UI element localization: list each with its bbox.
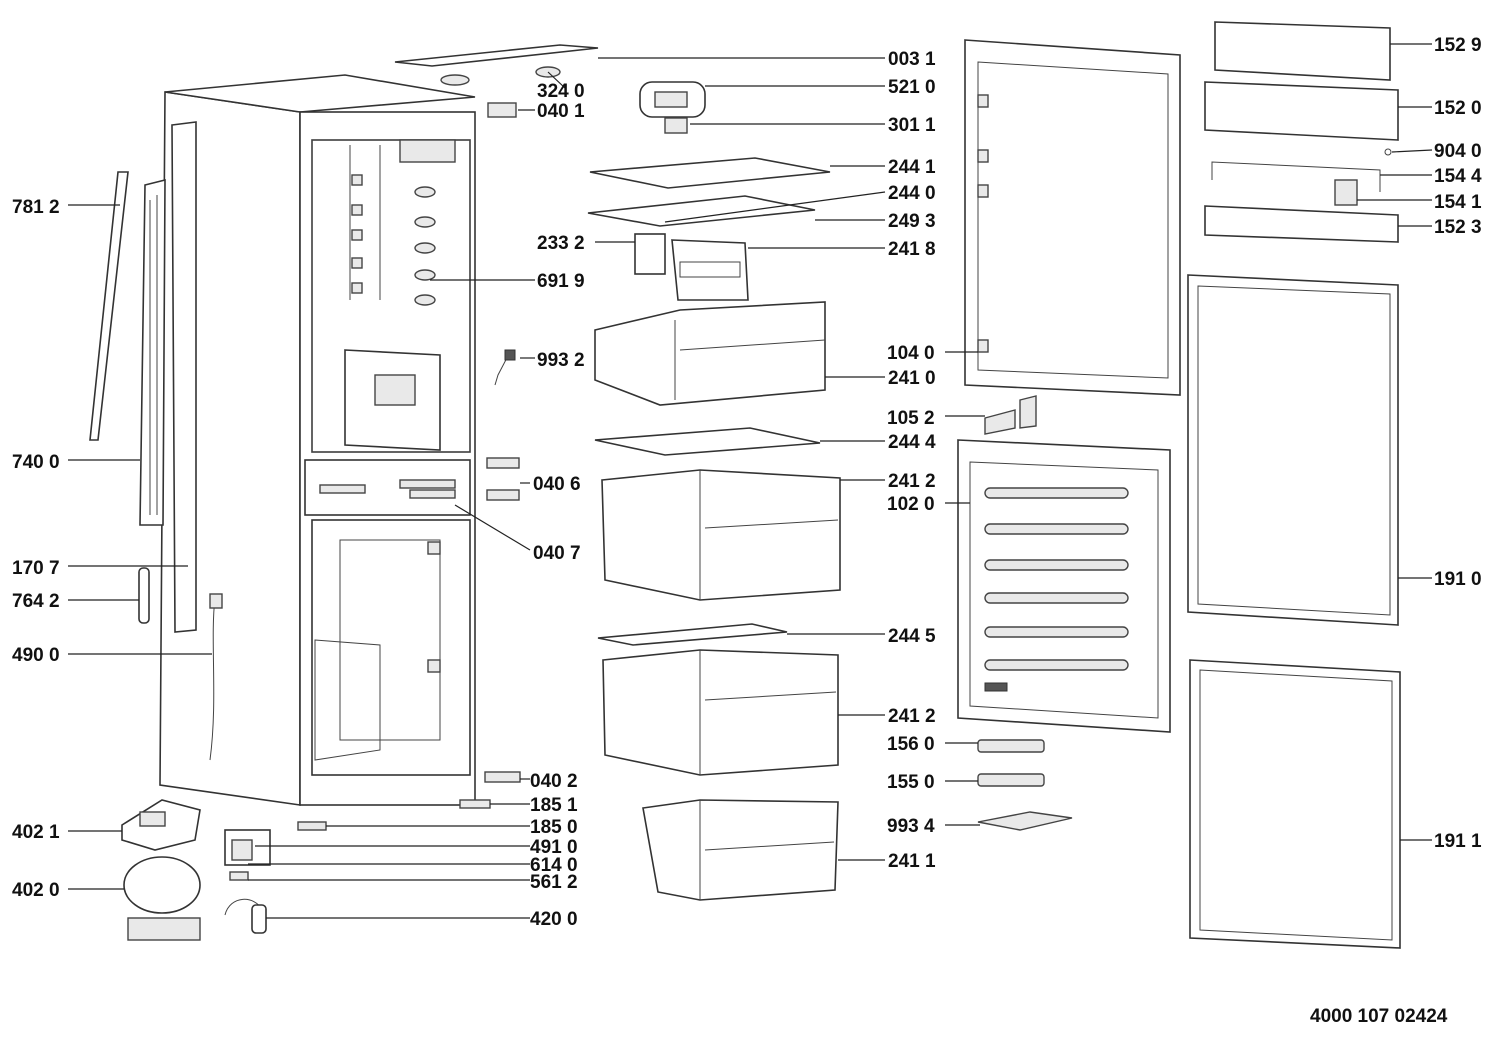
label-781-2: 781 2 xyxy=(12,197,60,218)
label-152-0: 152 0 xyxy=(1434,98,1482,119)
top-cover xyxy=(394,44,599,67)
label-491-0: 491 0 xyxy=(530,837,578,858)
door-balcony-top xyxy=(1204,21,1399,141)
label-324-0: 324 0 xyxy=(537,81,585,102)
label-402-0: 402 0 xyxy=(12,880,60,901)
label-040-7: 040 7 xyxy=(533,543,581,564)
label-244-0: 244 0 xyxy=(888,183,936,204)
ice-mold xyxy=(977,811,1073,831)
middle-hinge xyxy=(486,489,520,501)
relay-box xyxy=(224,829,271,934)
label-993-4: 993 4 xyxy=(887,816,935,837)
label-154-4: 154 4 xyxy=(1434,166,1482,187)
bottle-retainer xyxy=(1211,161,1381,192)
label-691-9: 691 9 xyxy=(537,271,585,292)
leader-lines xyxy=(68,43,1433,919)
label-521-0: 521 0 xyxy=(888,77,936,98)
label-740-0: 740 0 xyxy=(12,452,60,473)
ice-tray xyxy=(977,773,1045,787)
label-241-1: 241 1 xyxy=(888,851,936,872)
glass-cover xyxy=(594,427,821,456)
label-241-2-lower: 241 2 xyxy=(888,706,936,727)
bottom-hinge xyxy=(484,771,521,783)
ice-tray xyxy=(977,739,1045,753)
label-152-9: 152 9 xyxy=(1434,35,1482,56)
bottle-clip xyxy=(1334,179,1358,206)
compressor xyxy=(121,799,201,941)
label-614-0: 614 0 xyxy=(530,855,578,876)
label-244-5: 244 5 xyxy=(888,626,936,647)
freezer-outer-door xyxy=(1189,659,1401,949)
crisper-drawer xyxy=(594,301,826,406)
label-152-3: 152 3 xyxy=(1434,217,1482,238)
label-402-1: 402 1 xyxy=(12,822,60,843)
glass-shelf-top xyxy=(589,157,831,189)
drawing-number: 4000 107 02424 xyxy=(1310,1006,1448,1027)
foot xyxy=(297,821,327,831)
label-244-1: 244 1 xyxy=(888,157,936,178)
fridge-outer-door xyxy=(1187,274,1399,626)
label-185-1: 185 1 xyxy=(530,795,578,816)
freezer-drawer-lower xyxy=(642,799,839,901)
label-301-1: 301 1 xyxy=(888,115,936,136)
fridge-door-liner xyxy=(964,39,1181,396)
label-561-2: 561 2 xyxy=(530,872,578,893)
label-040-6: 040 6 xyxy=(533,474,581,495)
label-170-7: 170 7 xyxy=(12,558,60,579)
label-102-0: 102 0 xyxy=(887,494,935,515)
label-155-0: 155 0 xyxy=(887,772,935,793)
hinge-bracket xyxy=(984,395,1037,435)
label-993-2: 993 2 xyxy=(537,350,585,371)
door-handle-rod xyxy=(89,171,129,441)
label-104-0: 104 0 xyxy=(887,343,935,364)
label-040-1: 040 1 xyxy=(537,101,585,122)
part-labels: 003 1 324 0 040 1 521 0 301 1 244 1 244 … xyxy=(12,35,1482,1027)
label-490-0: 490 0 xyxy=(12,645,60,666)
glass-shelf xyxy=(587,195,816,227)
middle-hinge xyxy=(486,457,520,469)
cabinet-body xyxy=(159,74,476,806)
label-191-0: 191 0 xyxy=(1434,569,1482,590)
label-241-8: 241 8 xyxy=(888,239,936,260)
label-241-0: 241 0 xyxy=(888,368,936,389)
label-156-0: 156 0 xyxy=(887,734,935,755)
freezer-door-liner xyxy=(957,439,1171,733)
condenser xyxy=(139,178,166,526)
dryer-filter xyxy=(138,567,150,624)
label-420-0: 420 0 xyxy=(530,909,578,930)
cover-clip xyxy=(440,74,470,86)
label-241-2-upper: 241 2 xyxy=(888,471,936,492)
label-191-1: 191 1 xyxy=(1434,831,1482,852)
foot xyxy=(459,799,491,809)
door-balcony xyxy=(1204,205,1399,243)
top-hinge xyxy=(487,102,517,118)
label-244-4: 244 4 xyxy=(888,432,936,453)
label-233-2: 233 2 xyxy=(537,233,585,254)
freezer-drawer-middle xyxy=(602,649,839,776)
label-154-1: 154 1 xyxy=(1434,192,1482,213)
label-003-1: 003 1 xyxy=(888,49,936,70)
label-249-3: 249 3 xyxy=(888,211,936,232)
label-764-2: 764 2 xyxy=(12,591,60,612)
label-105-2: 105 2 xyxy=(887,408,935,429)
power-cable xyxy=(209,597,216,761)
freezer-drawer-upper xyxy=(601,469,841,601)
thermostat-housing xyxy=(639,81,706,134)
label-040-2: 040 2 xyxy=(530,771,578,792)
ice-tray-box xyxy=(634,233,749,301)
label-904-0: 904 0 xyxy=(1434,141,1482,162)
label-185-0: 185 0 xyxy=(530,817,578,838)
glass-cover xyxy=(597,623,788,646)
